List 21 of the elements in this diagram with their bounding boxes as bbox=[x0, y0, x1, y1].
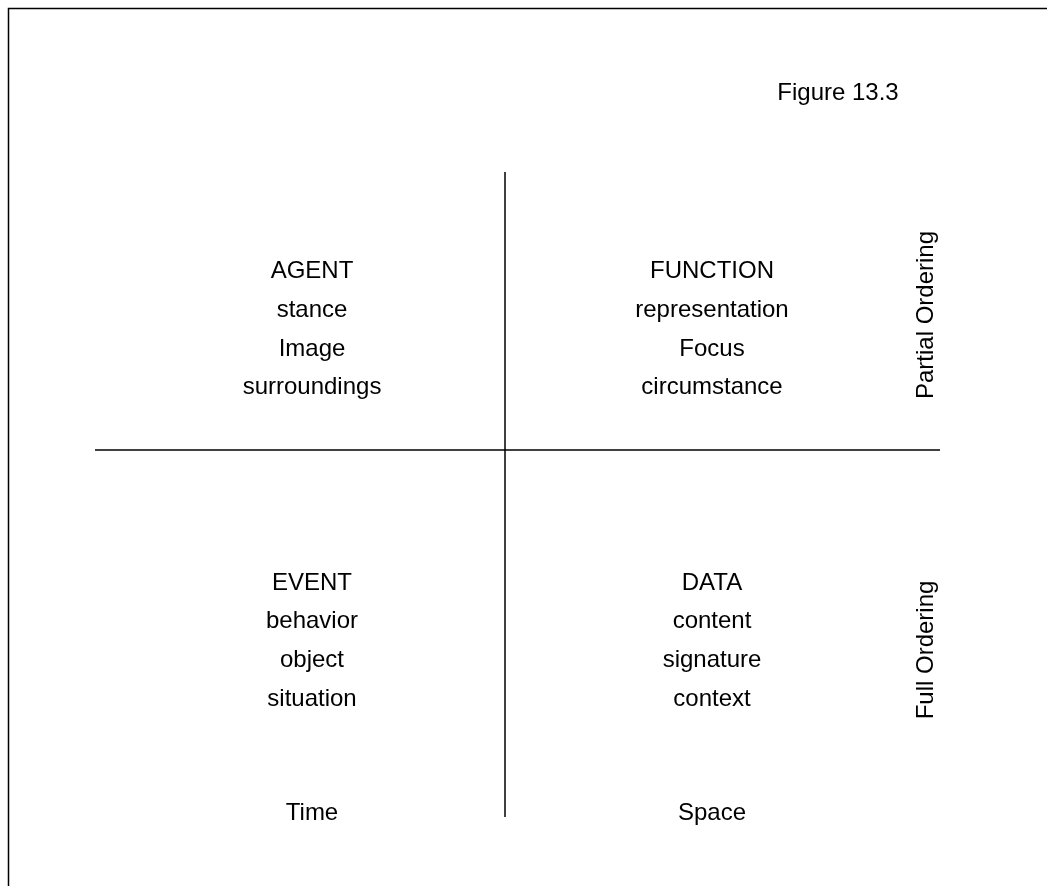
term-label: surroundings bbox=[242, 372, 382, 400]
quadrant-heading: FUNCTION bbox=[650, 256, 774, 284]
term-label: representation bbox=[635, 295, 789, 323]
term-label: Image bbox=[278, 334, 346, 362]
term-label: context bbox=[673, 684, 751, 712]
term-label: stance bbox=[276, 295, 348, 323]
quadrant-heading: AGENT bbox=[270, 256, 354, 284]
term-label: circumstance bbox=[641, 372, 783, 400]
term-label: Focus bbox=[679, 334, 745, 362]
axis-label: Time bbox=[285, 798, 339, 826]
axis-label: Space bbox=[677, 798, 747, 826]
quadrant-heading: EVENT bbox=[272, 568, 352, 596]
term-label: object bbox=[280, 645, 344, 673]
term-label: situation bbox=[267, 684, 357, 712]
axis-label: Partial Ordering bbox=[911, 230, 939, 400]
figure-title: Figure 13.3 bbox=[777, 78, 899, 106]
term-label: signature bbox=[662, 645, 762, 673]
term-label: behavior bbox=[265, 606, 359, 634]
term-label: content bbox=[672, 606, 752, 634]
quadrant-heading: DATA bbox=[681, 568, 743, 596]
axis-label: Full Ordering bbox=[911, 580, 939, 720]
